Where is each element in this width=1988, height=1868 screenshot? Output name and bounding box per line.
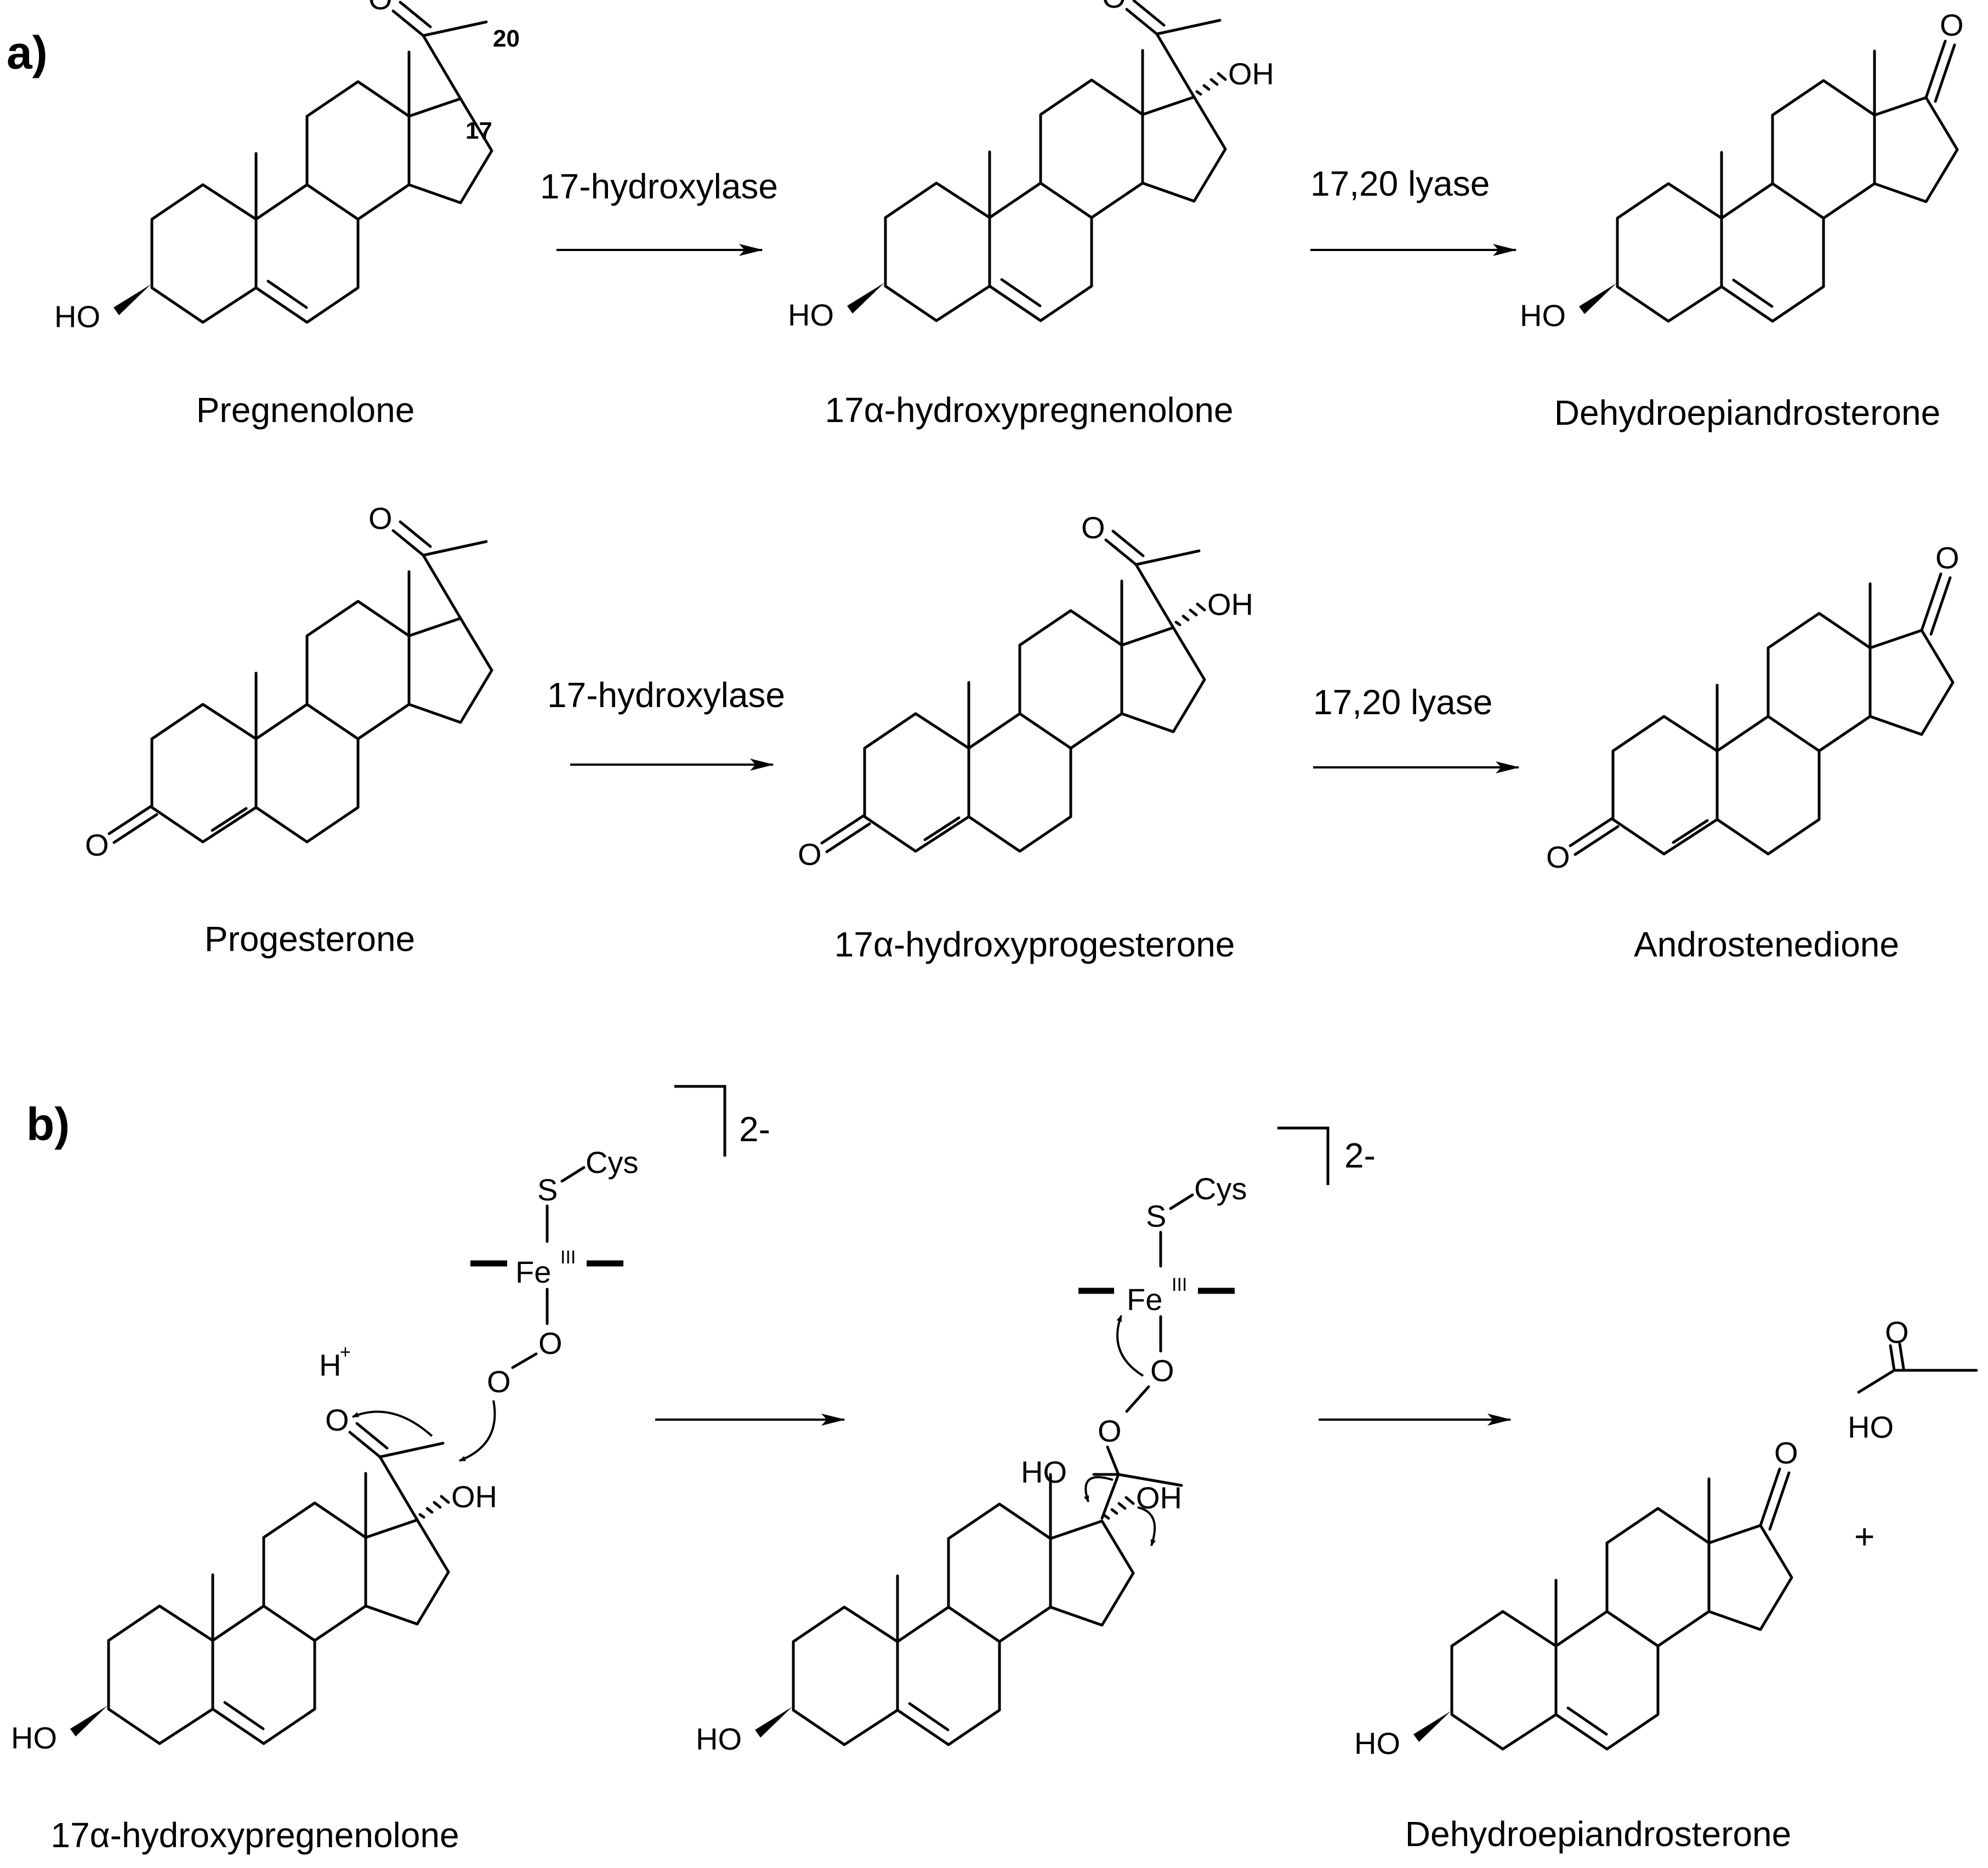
svg-text:HO: HO [1848,1410,1894,1444]
svg-text:III: III [1172,1274,1187,1295]
proton-label: H [319,1348,341,1382]
enzyme-label: 17,20 lyase [1313,682,1492,722]
hydroxypregnenolone-structure [11,1403,497,1755]
svg-text:2-: 2- [739,1109,770,1149]
svg-text:S: S [537,1172,558,1207]
svg-text:Fe: Fe [1127,1282,1162,1317]
svg-text:O: O [1885,1315,1909,1349]
androstenedione-structure [1546,540,1959,874]
compound-name: Androstenedione [1634,925,1899,964]
curly-arrow [459,1400,496,1462]
svg-text:Cys: Cys [1194,1171,1247,1206]
progesterone-structure [85,501,492,862]
proton-charge: + [340,1342,351,1363]
panel-b-label: b) [26,1098,70,1150]
carbon-label-17: 17 [465,117,492,144]
hydroxypregnenolone-structure [788,0,1274,332]
panel-a-label: a) [7,27,48,78]
compound-name: 17α-hydroxypregnenolone [50,1815,459,1855]
acetic-acid-structure: O HO [1848,1315,1978,1444]
compound-name: Progesterone [205,919,415,959]
plus-sign: + [1854,1517,1875,1556]
curly-arrow [352,1410,433,1437]
compound-name: Dehydroepiandrosterone [1405,1814,1791,1854]
dhea-structure [1520,8,1964,333]
carbon-label-20: 20 [493,25,520,52]
compound-name: Dehydroepiandrosterone [1554,393,1940,432]
pregnenolone-structure: 20 17 [54,0,520,334]
svg-text:HO: HO [1021,1455,1067,1489]
enzyme-label: 17,20 lyase [1310,164,1490,203]
svg-text:O: O [538,1326,563,1360]
svg-text:2-: 2- [1344,1136,1376,1175]
enzyme-label: 17-hydroxylase [540,167,778,206]
heme-complex: S Cys Fe III O O 2- [470,1085,770,1399]
heme-complex: S Cys Fe III O O 2- [1078,1126,1376,1448]
intermediate-steroid-structure [696,1474,1182,1756]
svg-text:Cys: Cys [586,1145,638,1180]
compound-name: 17α-hydroxyprogesterone [834,925,1235,964]
svg-text:III: III [560,1247,576,1268]
svg-text:O: O [487,1364,511,1399]
tetrahedral-intermediate: HO [1021,1315,1183,1546]
svg-text:S: S [1146,1199,1166,1233]
svg-text:O: O [1150,1353,1174,1388]
enzyme-label: 17-hydroxylase [547,675,785,715]
svg-text:Fe: Fe [515,1255,551,1289]
dhea-structure [1354,1436,1798,1761]
compound-name: Pregnenolone [196,390,415,430]
compound-name: 17α-hydroxypregnenolone [825,390,1233,430]
hydroxyprogesterone-structure [798,510,1253,872]
svg-text:O: O [1098,1414,1122,1448]
